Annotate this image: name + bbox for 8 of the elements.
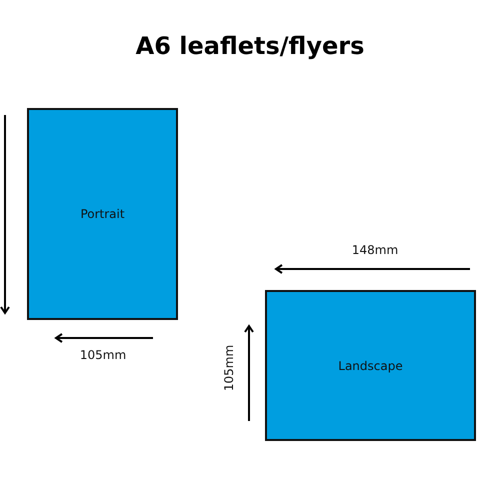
sheet-rectangle	[27, 108, 178, 320]
sheet-label: Landscape	[338, 358, 403, 372]
sheet-label: Portrait	[80, 207, 125, 221]
sheet-rectangle	[265, 290, 476, 441]
dimension-label: 148mm	[352, 243, 398, 257]
title: A6 leaflets/flyers	[134, 32, 366, 60]
dimension-label: 105mm	[80, 348, 126, 362]
dimension-label: 105mm	[222, 344, 236, 392]
